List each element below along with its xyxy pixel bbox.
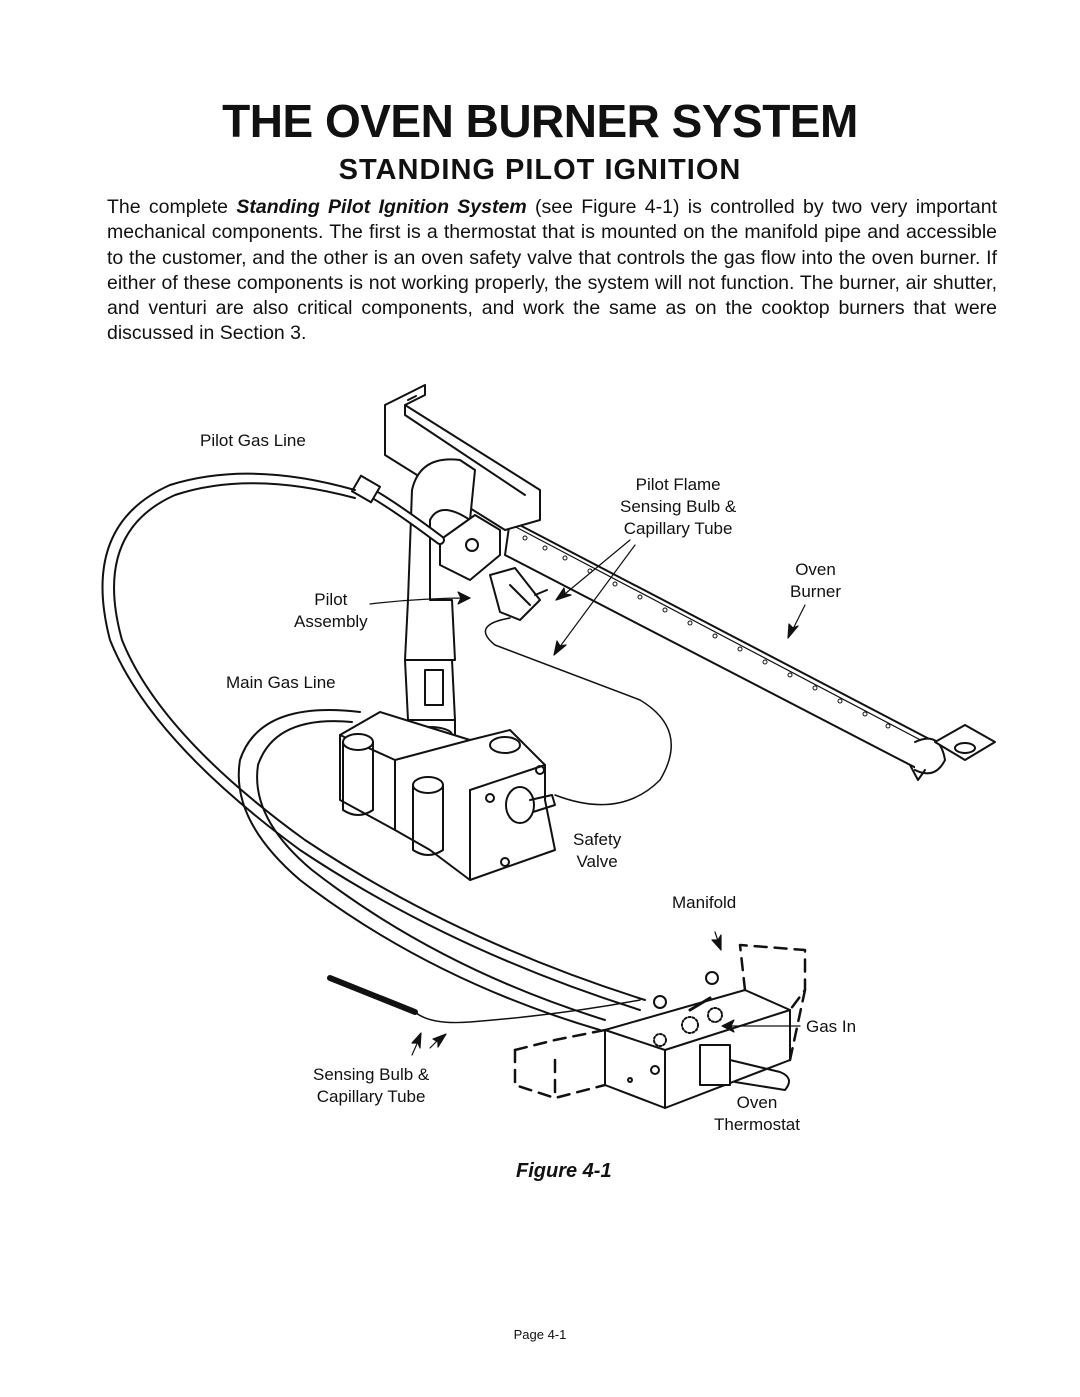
label-pilot-flame: Pilot Flame Sensing Bulb & Capillary Tub… <box>620 474 736 540</box>
page-number: Page 4-1 <box>513 1327 567 1342</box>
pilot-gas-line <box>101 472 646 1011</box>
main-gas-line <box>237 709 606 1031</box>
label-manifold-text: Manifold <box>672 893 737 912</box>
intro-body: (see Figure 4-1) is controlled by two ve… <box>107 196 998 345</box>
intro-emphasis: Standing Pilot Ignition System <box>236 196 527 218</box>
label-oven-thermostat: Oven Thermostat <box>714 1092 800 1136</box>
label-oven-burner-line2: Burner <box>790 582 842 601</box>
label-gas-in-text: Gas In <box>806 1017 857 1036</box>
label-pilot-flame-line1: Pilot Flame <box>635 475 721 494</box>
label-pilot-assembly-line1: Pilot <box>314 590 348 609</box>
label-sensing-bulb: Sensing Bulb & Capillary Tube <box>313 1064 429 1108</box>
label-pilot-assembly: Pilot Assembly <box>294 589 368 633</box>
safety-valve <box>339 711 556 881</box>
page-title: THE OVEN BURNER SYSTEM <box>222 95 858 147</box>
burner-venturi <box>404 458 476 751</box>
label-oven-burner-line1: Oven <box>795 560 836 579</box>
manifold-outline <box>513 943 807 1100</box>
label-pilot-gas-line: Pilot Gas Line <box>200 430 306 452</box>
label-oven-thermostat-line2: Thermostat <box>714 1115 800 1134</box>
label-safety-valve-line2: Valve <box>576 852 618 871</box>
oven-thermostat <box>604 971 791 1109</box>
label-sensing-bulb-line2: Capillary Tube <box>316 1087 426 1106</box>
label-sensing-bulb-line1: Sensing Bulb & <box>313 1065 430 1084</box>
label-safety-valve-line1: Safety <box>573 830 622 849</box>
oven-burner-tube <box>504 519 996 781</box>
intro-paragraph: The complete Standing Pilot Ignition Sys… <box>107 195 997 347</box>
label-pilot-flame-line3: Capillary Tube <box>623 519 733 538</box>
label-safety-valve: Safety Valve <box>573 829 621 873</box>
label-manifold: Manifold <box>672 892 736 914</box>
pilot-assembly <box>439 514 548 621</box>
label-pilot-assembly-line2: Assembly <box>294 612 368 631</box>
pilot-capillary <box>484 617 672 806</box>
label-oven-thermostat-line1: Oven <box>736 1093 778 1112</box>
callout-arrows <box>369 539 806 1056</box>
label-pilot-flame-line2: Sensing Bulb & <box>620 497 737 516</box>
intro-lead: The complete <box>107 196 237 218</box>
section-subtitle: STANDING PILOT IGNITION <box>338 154 742 186</box>
label-gas-in: Gas In <box>806 1016 856 1038</box>
figure-caption: Figure 4-1 <box>516 1160 612 1182</box>
label-main-gas-line: Main Gas Line <box>226 672 336 694</box>
sensing-bulb <box>327 975 641 1024</box>
label-pilot-gas-line-text: Pilot Gas Line <box>200 431 306 450</box>
label-oven-burner: Oven Burner <box>790 559 841 603</box>
label-main-gas-line-text: Main Gas Line <box>226 673 336 692</box>
